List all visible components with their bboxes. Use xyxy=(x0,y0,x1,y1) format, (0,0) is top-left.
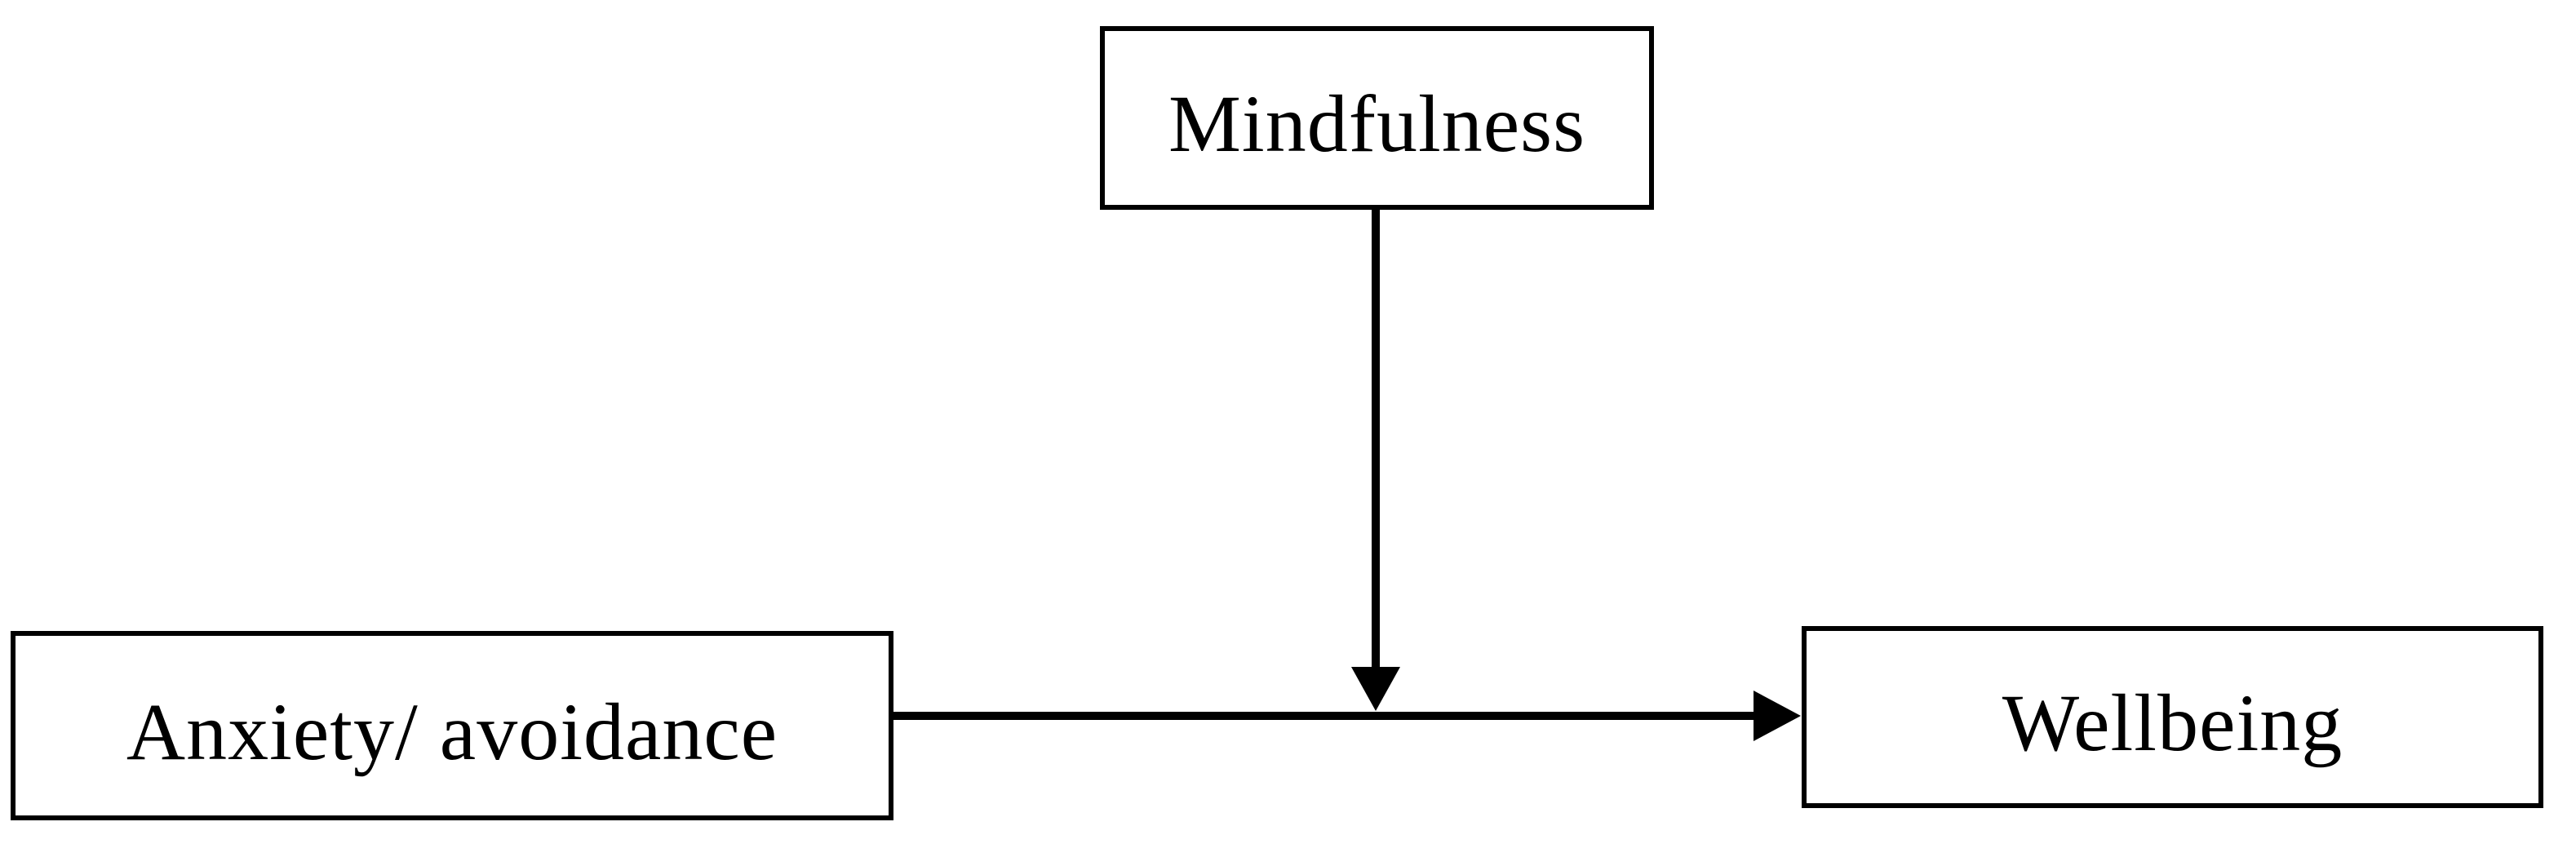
arrow-anxiety-to-wellbeing xyxy=(893,691,1801,741)
arrowhead-right-icon xyxy=(1754,691,1801,741)
arrow-mindfulness-to-path xyxy=(1351,210,1400,711)
node-anxiety-avoidance: Anxiety/ avoidance xyxy=(11,631,893,820)
node-anxiety-avoidance-label: Anxiety/ avoidance xyxy=(126,686,778,777)
node-wellbeing-label: Wellbeing xyxy=(2002,677,2343,768)
node-wellbeing: Wellbeing xyxy=(1802,626,2543,808)
node-mindfulness: Mindfulness xyxy=(1100,26,1654,210)
arrowhead-down-icon xyxy=(1351,667,1400,711)
node-mindfulness-label: Mindfulness xyxy=(1168,78,1585,169)
